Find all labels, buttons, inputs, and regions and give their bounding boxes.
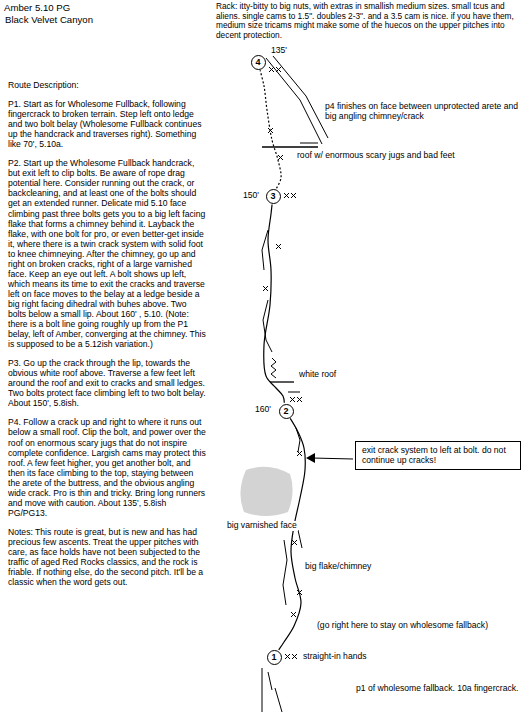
feature-label: big flake/chimney: [304, 562, 372, 572]
roof-line: [270, 381, 294, 382]
route-title: Amber 5.10 PG: [4, 2, 70, 14]
feature-label: big varnished face: [226, 521, 298, 531]
route-note: (go right here to stay on wholesome fall…: [316, 621, 489, 631]
route-note: p1 of wholesome fallback. 10a fingercrac…: [355, 684, 519, 694]
bolt: [297, 451, 302, 456]
fingercrack: [275, 688, 282, 712]
pitch-description: P2. Start up the Wholesome Fullback hand…: [8, 158, 206, 349]
bolt: [290, 397, 302, 402]
callout-arrowhead: [306, 453, 315, 463]
belay-number: 4: [255, 57, 260, 67]
flake: [283, 540, 287, 605]
route-line: [279, 418, 306, 650]
route-note: roof w/ enormous scary jugs and bad feet: [296, 151, 473, 161]
crack: [262, 230, 268, 270]
feature-label: white roof: [298, 370, 337, 380]
bolt: [269, 67, 281, 72]
callout-box: exit crack system to left at bolt. do no…: [355, 441, 521, 470]
callout-arrow: [312, 458, 353, 459]
roof-line: [262, 146, 318, 147]
pitch-description: P3. Go up the crack through the lip, tow…: [8, 358, 206, 408]
varnished-face: [240, 467, 292, 516]
pitch-length: 135': [270, 46, 288, 56]
pitch-length: 150': [242, 191, 260, 201]
section-heading: Route Description:: [8, 80, 206, 90]
angling-crack: [266, 58, 322, 144]
callout-text: exit crack system to left at bolt. do no…: [362, 445, 506, 465]
belay-number: 3: [270, 191, 275, 201]
route-description-column: Route Description: P1. Start as for Whole…: [8, 80, 206, 596]
belay-circle: 4: [251, 55, 266, 70]
bolt: [284, 193, 296, 198]
rack-note: Rack: itty-bitty to big nuts, with extra…: [215, 2, 527, 40]
pitch-description: Notes: This route is great, but is new a…: [8, 527, 206, 587]
roof-line: [300, 143, 318, 144]
flake: [298, 530, 302, 548]
belay-circle: 2: [279, 404, 294, 419]
feature-label: straight-in hands: [302, 652, 368, 662]
fingercrack: [262, 668, 263, 712]
bolt: [292, 540, 297, 545]
angling-crack: [273, 56, 328, 138]
belay-number: 2: [283, 406, 288, 416]
bolt: [278, 155, 283, 160]
pitch-length: 160': [254, 405, 272, 415]
route-note: p4 finishes on face between unprotected …: [324, 102, 526, 122]
route-line: [264, 204, 285, 402]
bolt: [291, 612, 296, 617]
belay-number: 1: [271, 652, 276, 662]
belay-circle: 3: [266, 189, 281, 204]
bolt: [276, 244, 281, 249]
belay-circle: 1: [267, 650, 282, 665]
fingercrack: [268, 672, 272, 690]
bolt: [285, 654, 297, 659]
bolt: [263, 286, 268, 291]
pitch-description: P4. Follow a crack up and right to where…: [8, 417, 206, 517]
pitch-description: P1. Start as for Wholesome Fullback, fol…: [8, 99, 206, 149]
lip: [288, 392, 300, 393]
white-roof: [271, 358, 276, 378]
area-name: Black Velvet Canyon: [4, 14, 94, 25]
route-line: [260, 70, 281, 188]
